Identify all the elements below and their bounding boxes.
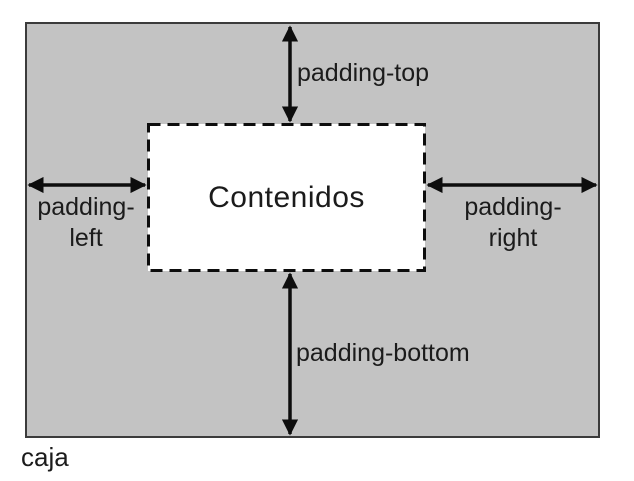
padding-left-label-line2: left	[69, 224, 103, 252]
padding-right-label-line1: padding-	[464, 193, 562, 221]
padding-top-label: padding-top	[297, 59, 430, 87]
padding-right-label: padding- right	[443, 192, 583, 254]
padding-left-label-line1: padding-	[37, 193, 135, 221]
padding-left-label: padding- left	[16, 192, 156, 254]
padding-right-label-line2: right	[488, 224, 538, 252]
content-box: Contenidos	[148, 124, 425, 271]
outer-box-label: caja	[21, 442, 69, 472]
padding-bottom-label: padding-bottom	[296, 339, 470, 367]
content-label: Contenidos	[208, 180, 365, 214]
